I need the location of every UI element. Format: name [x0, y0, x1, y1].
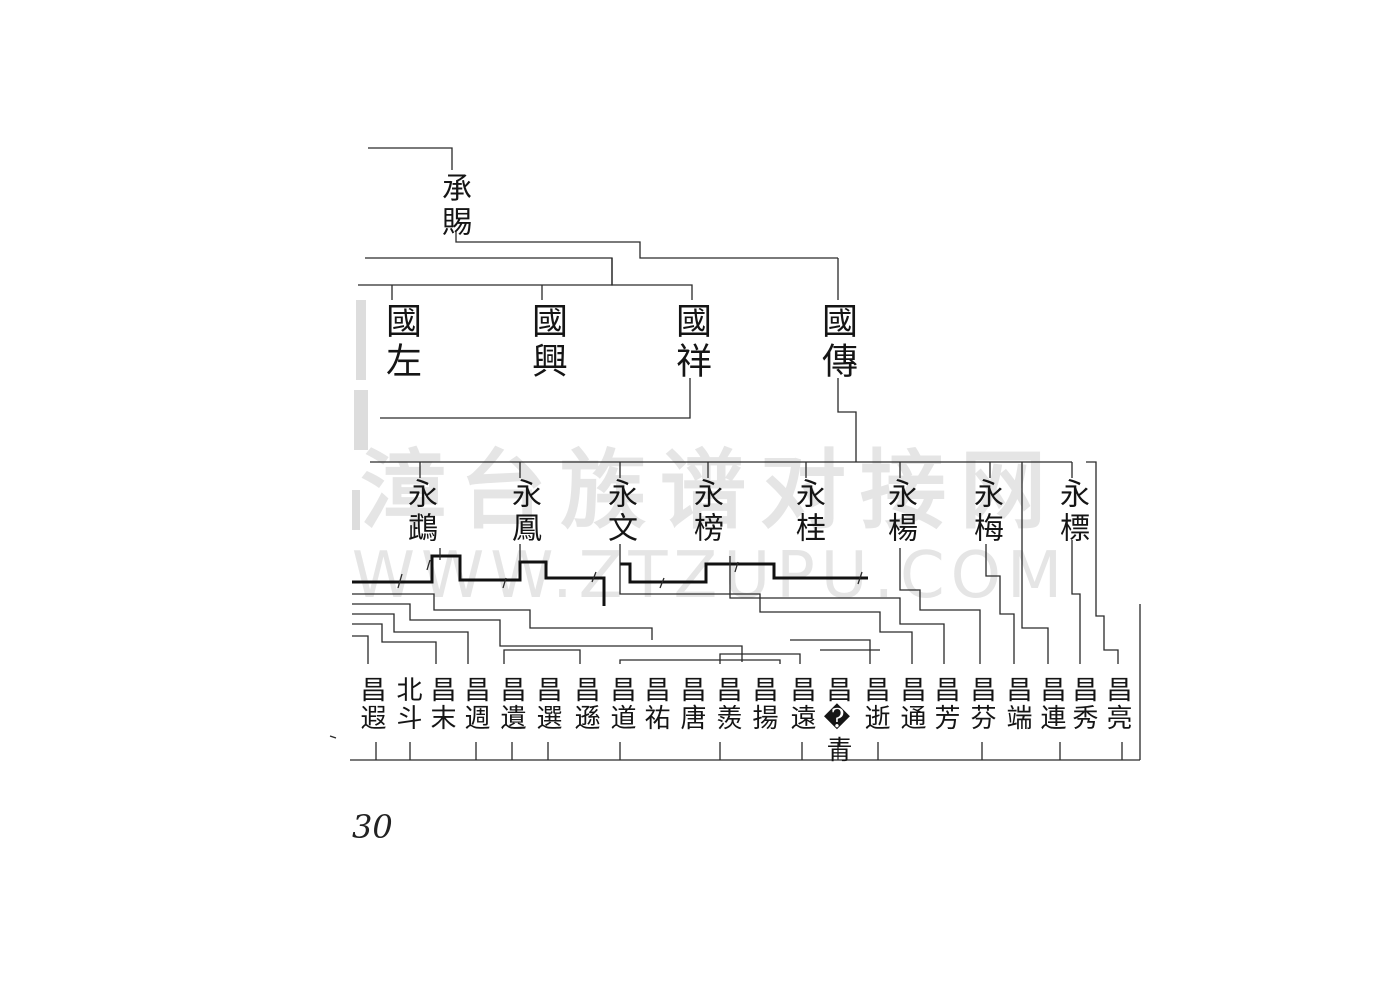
gen4-name: 昌道 — [606, 676, 636, 732]
lineage-line — [368, 147, 453, 170]
gen4-name: 昌遜 — [570, 676, 600, 732]
gen4-name: 昌祐 — [640, 676, 670, 732]
gen4-name: 昌末 — [426, 676, 456, 732]
gen3-name: 永文 — [602, 478, 637, 546]
lineage-line-heavy — [352, 554, 606, 606]
lineage-line — [380, 378, 691, 419]
paper-stain — [352, 490, 360, 530]
gen4-name: 昌遠 — [786, 676, 816, 732]
lineage-line — [352, 613, 469, 664]
gen3-name: 永榜 — [688, 478, 723, 546]
gen2-name: 國興 — [526, 302, 567, 382]
gen3-name: 永楊 — [882, 478, 917, 546]
page-number: 30 — [352, 808, 393, 846]
lineage-line — [503, 649, 581, 664]
paper-stain — [356, 300, 366, 380]
gen4-name: 昌羨 — [712, 676, 742, 732]
gen3-name: 永鵡 — [402, 478, 437, 546]
lineage-line — [1071, 540, 1081, 664]
lineage-line — [358, 257, 613, 286]
gen2-name: 國祥 — [670, 302, 711, 382]
tick-mark — [591, 571, 597, 583]
tick-mark — [857, 571, 863, 585]
lineage-line — [352, 603, 743, 662]
lineage-line — [985, 544, 1015, 664]
lineage-line — [729, 556, 945, 664]
gen4-name: 昌遺 — [496, 676, 526, 732]
lineage-line — [1086, 461, 1119, 664]
gen4-name: 昌端 — [1002, 676, 1032, 732]
gen3-name: 永桂 — [790, 478, 825, 546]
gen4-name: 昌�青 — [822, 676, 852, 764]
tick-mark — [397, 573, 403, 589]
tick-mark — [426, 559, 431, 571]
gen2-name: 國傳 — [816, 302, 857, 382]
lineage-line-heavy — [620, 562, 868, 584]
lineage-line — [455, 232, 838, 259]
gen4-name: 昌芳 — [930, 676, 960, 732]
lineage-line — [719, 653, 801, 664]
gen4-name: 昌選 — [532, 676, 562, 732]
lineage-line — [619, 544, 913, 664]
gen4-name: 北斗 — [392, 676, 422, 732]
gen4-name: 昌揚 — [748, 676, 778, 732]
paper-stain — [354, 390, 368, 450]
lineage-line — [790, 639, 871, 664]
tick-mark — [734, 561, 739, 573]
gen4-name: 昌芬 — [966, 676, 996, 732]
lineage-line — [329, 735, 337, 739]
gen4-name: 昌連 — [1036, 676, 1066, 732]
gen4-name: 昌唐 — [676, 676, 706, 732]
gen4-name: 昌逝 — [860, 676, 890, 732]
lineage-line — [352, 623, 437, 664]
tick-mark — [659, 577, 665, 589]
gen4-name: 昌秀 — [1068, 676, 1098, 732]
lineage-line — [899, 548, 981, 664]
gen4-name: 昌遐 — [356, 676, 386, 732]
gen4-name: 昌週 — [460, 676, 490, 732]
lineage-line — [619, 659, 781, 664]
gen4-name: 昌通 — [896, 676, 926, 732]
gen4-name: 昌亮 — [1102, 676, 1132, 732]
lineage-line — [837, 378, 857, 462]
ancestor-name: 承賜 — [436, 172, 471, 240]
lineage-line — [352, 593, 653, 640]
gen2-name: 國左 — [380, 302, 421, 382]
lineage-line — [1021, 462, 1049, 664]
gen3-name: 永標 — [1054, 478, 1089, 546]
tick-mark — [502, 577, 507, 589]
lineage-line — [611, 258, 693, 300]
lineage-line — [352, 635, 369, 664]
gen3-name: 永鳳 — [506, 478, 541, 546]
gen3-name: 永梅 — [968, 478, 1003, 546]
